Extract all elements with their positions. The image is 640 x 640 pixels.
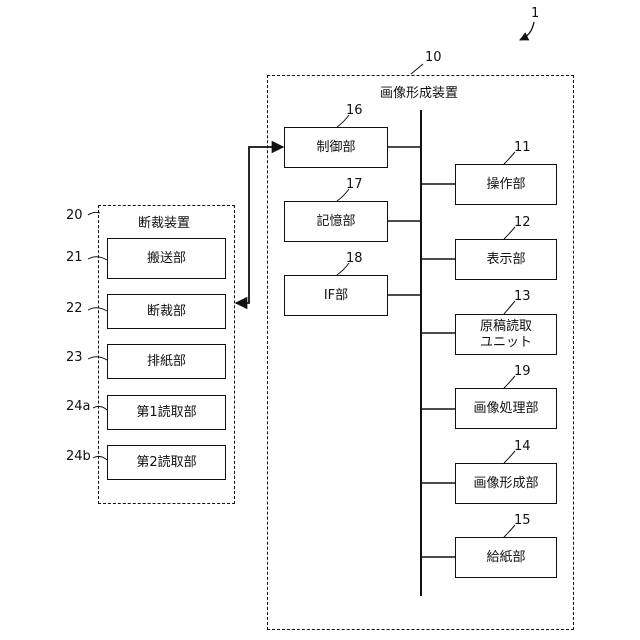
interface-ref-label: 18 bbox=[346, 251, 363, 266]
controller-block: 制御部 bbox=[284, 127, 388, 168]
discharge-ref-label: 23 bbox=[66, 350, 83, 365]
discharge-label: 排紙部 bbox=[147, 354, 186, 370]
second-reader-ref-label: 24b bbox=[66, 449, 91, 464]
discharge-block: 排紙部 bbox=[107, 344, 226, 379]
storage-ref-label: 17 bbox=[346, 177, 363, 192]
image-processing-block: 画像処理部 bbox=[455, 388, 557, 429]
reader-unit-label: 原稿読取 ユニット bbox=[480, 319, 532, 351]
reader-unit-block: 原稿読取 ユニット bbox=[455, 314, 557, 355]
interface-block: IF部 bbox=[284, 275, 388, 316]
second-reader-label: 第2読取部 bbox=[136, 455, 196, 471]
image-forming-block: 画像形成部 bbox=[455, 463, 557, 504]
controller-label: 制御部 bbox=[316, 140, 355, 156]
image-processing-label: 画像処理部 bbox=[473, 401, 538, 417]
paper-feed-ref-label: 15 bbox=[514, 513, 531, 528]
controller-ref-label: 16 bbox=[346, 103, 363, 118]
display-ref-label: 12 bbox=[514, 215, 531, 230]
first-reader-block: 第1読取部 bbox=[107, 395, 226, 430]
operation-block: 操作部 bbox=[455, 164, 557, 205]
operation-ref-label: 11 bbox=[514, 140, 531, 155]
display-label: 表示部 bbox=[486, 252, 525, 268]
first-reader-label: 第1読取部 bbox=[136, 405, 196, 421]
paper-feed-block: 給紙部 bbox=[455, 537, 557, 578]
figure-ref-arrow bbox=[520, 22, 534, 40]
image-forming-label: 画像形成部 bbox=[473, 476, 538, 492]
cutting-ref-label: 22 bbox=[66, 301, 83, 316]
operation-label: 操作部 bbox=[486, 177, 525, 193]
transport-ref-label: 21 bbox=[66, 250, 83, 265]
transport-label: 搬送部 bbox=[147, 251, 186, 267]
figure-ref-label: 1 bbox=[531, 6, 539, 21]
cutting-device-title: 断裁装置 bbox=[138, 212, 190, 231]
transport-block: 搬送部 bbox=[107, 238, 226, 279]
interface-label: IF部 bbox=[324, 288, 348, 304]
paper-feed-label: 給紙部 bbox=[486, 550, 525, 566]
first-reader-ref-label: 24a bbox=[66, 399, 91, 414]
reader-unit-ref-label: 13 bbox=[514, 289, 531, 304]
image-forming-ref-label: 14 bbox=[514, 439, 531, 454]
display-block: 表示部 bbox=[455, 239, 557, 280]
second-reader-block: 第2読取部 bbox=[107, 445, 226, 480]
apparatus-ref-label: 10 bbox=[425, 50, 442, 65]
cutting-device-ref-label: 20 bbox=[66, 208, 83, 223]
cutting-block: 断裁部 bbox=[107, 294, 226, 329]
storage-block: 記憶部 bbox=[284, 201, 388, 242]
cutting-label: 断裁部 bbox=[147, 304, 186, 320]
image-processing-ref-label: 19 bbox=[514, 364, 531, 379]
storage-label: 記憶部 bbox=[316, 214, 355, 230]
apparatus-title: 画像形成装置 bbox=[380, 82, 458, 101]
